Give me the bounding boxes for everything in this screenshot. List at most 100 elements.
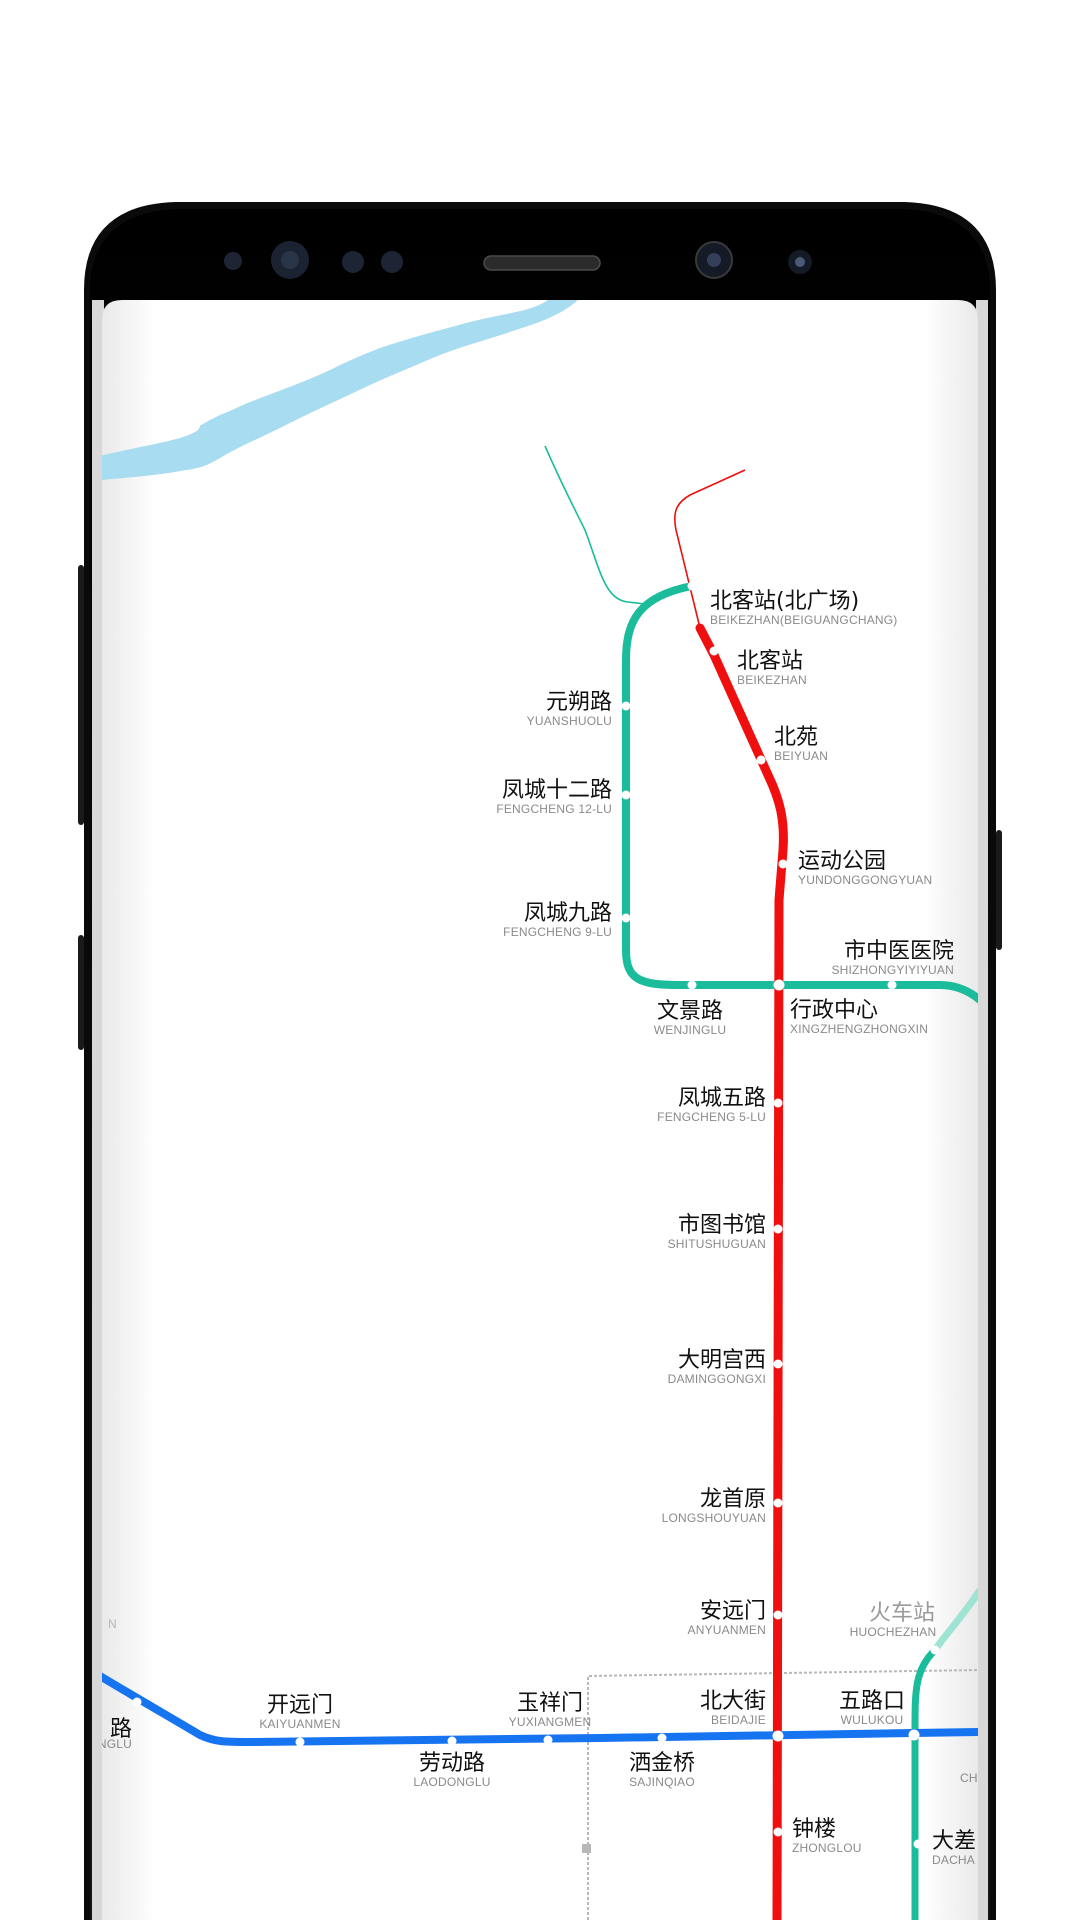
green-line-branch (544, 445, 646, 605)
station-label-beikezhan[interactable]: 北客站 (737, 649, 803, 674)
station-labels: 北客站(北广场) BEIKEZHAN(BEIGUANGCHANG) 北客站 BE… (98, 589, 978, 1867)
station-pinyin: LONGSHOUYUAN (662, 1511, 766, 1525)
station-dot[interactable] (687, 581, 697, 591)
station-label-left-clipped[interactable]: 路 (110, 1717, 132, 1742)
station-dot[interactable] (756, 755, 766, 765)
station-pinyin: BEIYUAN (774, 749, 828, 763)
station-dot[interactable] (930, 1645, 940, 1655)
green-line (622, 582, 978, 1004)
station-pinyin: YUXIANGMEN (509, 1715, 592, 1729)
station-dot[interactable] (908, 1729, 920, 1741)
station-label-anyuanmen[interactable]: 安远门 (700, 1599, 766, 1624)
station-label-yundonggongyuan[interactable]: 运动公园 (798, 849, 886, 874)
station-dot[interactable] (132, 1697, 142, 1707)
station-label-beiyuan[interactable]: 北苑 (774, 725, 818, 750)
station-dot[interactable] (447, 1736, 457, 1746)
station-dot[interactable] (773, 1224, 783, 1234)
station-pinyin: YUNDONGGONGYUAN (798, 873, 932, 887)
station-pinyin: DACHA (932, 1853, 975, 1867)
river (102, 300, 578, 480)
volume-button (78, 565, 84, 825)
power-button (78, 935, 84, 1050)
station-label-xingzhengzhongxin[interactable]: 行政中心 (790, 998, 878, 1023)
station-dot[interactable] (773, 1359, 783, 1369)
station-pinyin: BEIKEZHAN(BEIGUANGCHANG) (710, 613, 898, 627)
station-label-huochezhan[interactable]: 火车站 (869, 1601, 935, 1626)
station-label-beidajie[interactable]: 北大街 (700, 1689, 766, 1714)
station-label-beikezhan-north[interactable]: 北客站(北广场) (710, 589, 859, 614)
station-pinyin: HUOCHEZHAN (850, 1625, 937, 1639)
station-pinyin: FENGCHENG 9-LU (503, 925, 612, 939)
station-pinyin: WULUKOU (841, 1713, 904, 1727)
station-dot[interactable] (621, 790, 631, 800)
station-label-sajinqiao[interactable]: 洒金桥 (629, 1751, 695, 1776)
screen-edge-right (976, 300, 988, 1920)
station-dot[interactable] (295, 1737, 305, 1747)
station-label-shitushuguan[interactable]: 市图书馆 (678, 1213, 766, 1238)
station-label-wenjinglu[interactable]: 文景路 (657, 999, 723, 1024)
station-label-daminggongxi[interactable]: 大明宫西 (678, 1348, 766, 1373)
station-dot[interactable] (772, 1730, 784, 1742)
station-label-zhonglou[interactable]: 钟楼 (792, 1817, 836, 1842)
station-pinyin: YUANSHUOLU (527, 714, 612, 728)
station-label-shizhongyiyiyuan[interactable]: 市中医医院 (844, 939, 954, 964)
station-pinyin: SAJINQIAO (629, 1775, 695, 1789)
side-button (996, 830, 1002, 950)
sensor-icon (224, 252, 242, 270)
station-dot[interactable] (687, 980, 697, 990)
station-label-fengcheng-12-lu[interactable]: 凤城十二路 (502, 778, 612, 803)
station-dot[interactable] (657, 1733, 667, 1743)
station-dot[interactable] (887, 980, 897, 990)
station-label-yuxiangmen[interactable]: 玉祥门 (517, 1691, 583, 1716)
iris-scanner-lens-icon (707, 253, 721, 267)
sensor-icon (381, 251, 403, 273)
sensor-icon (342, 251, 364, 273)
station-label-yuanshuolu[interactable]: 元朔路 (546, 690, 612, 715)
station-label-dacha[interactable]: 大差 (932, 1829, 976, 1854)
station-dot[interactable] (773, 1498, 783, 1508)
station-pinyin: FENGCHENG 5-LU (657, 1110, 766, 1124)
green-line-faint (932, 1588, 978, 1652)
red-line-branch (674, 469, 746, 629)
station-pinyin: ZHONGLOU (792, 1841, 862, 1855)
station-pinyin: SHIZHONGYIYIYUAN (831, 963, 954, 977)
station-dot[interactable] (773, 1610, 783, 1620)
station-label-wulukou[interactable]: 五路口 (839, 1689, 905, 1714)
wall-marker (582, 1844, 591, 1853)
station-label-laodonglu[interactable]: 劳动路 (419, 1751, 485, 1776)
station-pinyin: NGLU (98, 1737, 132, 1751)
station-dot[interactable] (913, 1839, 923, 1849)
station-dot[interactable] (709, 646, 719, 656)
station-dots (132, 581, 940, 1849)
station-dot[interactable] (773, 979, 785, 991)
screen (102, 300, 978, 1920)
front-camera-lens-icon (281, 251, 299, 269)
blue-line (102, 1672, 978, 1747)
station-pinyin: WENJINGLU (654, 1023, 726, 1037)
station-dot[interactable] (621, 913, 631, 923)
green-line-south (911, 1647, 938, 1920)
station-pinyin: LAODONGLU (413, 1775, 490, 1789)
station-pinyin: FENGCHENG 12-LU (496, 802, 612, 816)
station-dot[interactable] (543, 1735, 553, 1745)
station-dot[interactable] (773, 1098, 783, 1108)
station-label-fengcheng-5-lu[interactable]: 凤城五路 (678, 1086, 766, 1111)
station-pinyin: BEIKEZHAN (737, 673, 807, 687)
city-wall-boundary (587, 1669, 978, 1920)
station-dot[interactable] (621, 701, 631, 711)
station-dot[interactable] (778, 859, 788, 869)
screen-edge-left (92, 300, 104, 1920)
station-pinyin: CH (960, 1771, 978, 1785)
speaker-grille-icon (483, 255, 601, 271)
station-dot[interactable] (773, 1827, 783, 1837)
station-label-longshouyuan[interactable]: 龙首原 (700, 1487, 766, 1512)
station-label-fengcheng-9-lu[interactable]: 凤城九路 (524, 901, 612, 926)
sensor-lens-icon (795, 257, 805, 267)
station-pinyin: BEIDAJIE (711, 1713, 766, 1727)
red-line (695, 623, 788, 1920)
station-pinyin: ANYUANMEN (688, 1623, 766, 1637)
station-label-kaiyuanmen[interactable]: 开远门 (267, 1693, 333, 1718)
station-pinyin: N (108, 1617, 117, 1631)
